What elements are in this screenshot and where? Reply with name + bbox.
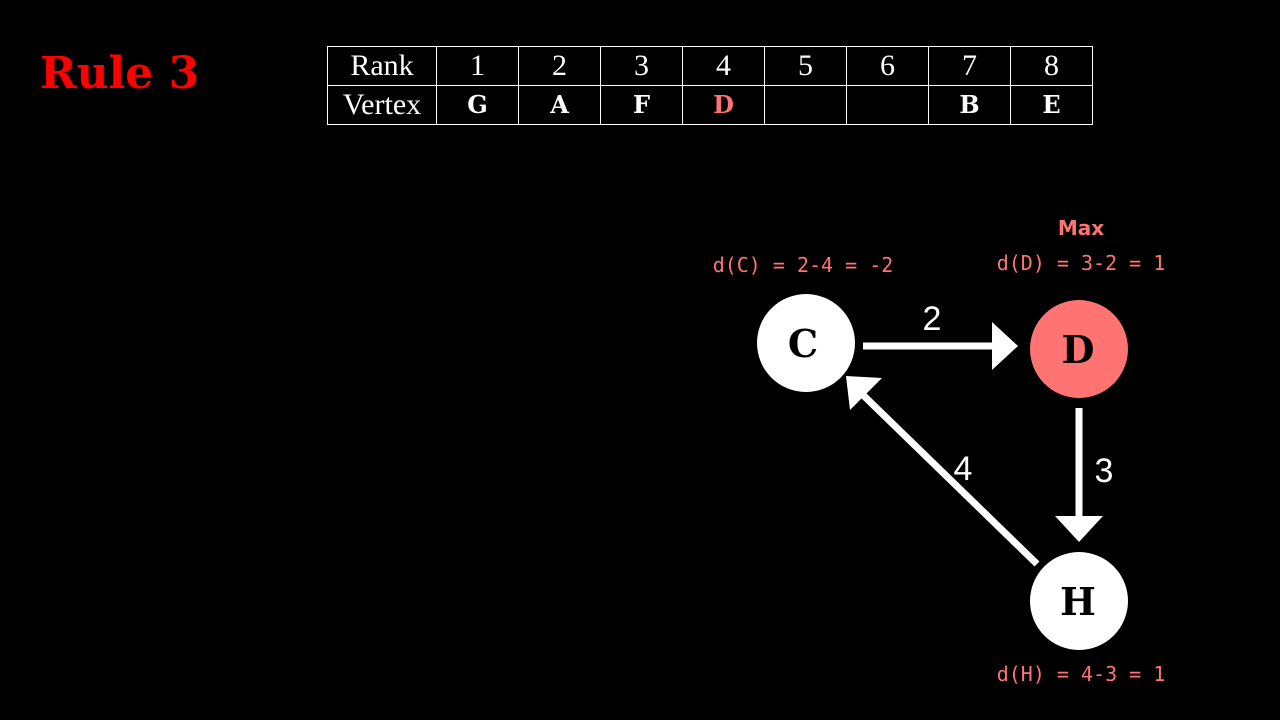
rank-cell-5: 5 (764, 46, 847, 86)
vertex-cell-2: A (518, 85, 601, 125)
node-c-degree-annotation: d(C) = 2-4 = -2 (713, 253, 894, 277)
rank-header: Rank (327, 46, 437, 86)
edge-c-d: 2 (863, 300, 1018, 370)
rule-title: Rule 3 (40, 48, 200, 99)
node-h: H (1030, 552, 1128, 650)
node-h-circle (1030, 552, 1128, 650)
node-h-degree-annotation: d(H) = 4-3 = 1 (997, 662, 1166, 686)
vertex-cell-7: B (928, 85, 1011, 125)
vertex-cell-6 (846, 85, 929, 125)
node-d-circle (1030, 300, 1128, 398)
edge-d-h-weight: 3 (1095, 452, 1114, 490)
vertex-cell-5 (764, 85, 847, 125)
node-d-degree-annotation: d(D) = 3-2 = 1 (997, 251, 1166, 275)
rank-vertex-table: Rank 1 2 3 4 5 6 7 8 Vertex G A F D B E (327, 46, 1093, 125)
vertex-header: Vertex (327, 85, 437, 125)
node-c-circle (757, 294, 855, 392)
edge-h-c-arrowhead (846, 376, 882, 410)
edge-h-c-line (859, 391, 1040, 567)
node-c-label: C (788, 321, 818, 366)
node-d-label: D (1062, 327, 1095, 372)
rank-cell-2: 2 (518, 46, 601, 86)
edge-c-d-weight: 2 (923, 300, 942, 338)
vertex-row: Vertex G A F D B E (327, 85, 1093, 125)
rank-cell-8: 8 (1010, 46, 1093, 86)
node-h-label: H (1060, 579, 1096, 624)
edge-d-h-arrowhead (1055, 516, 1103, 542)
edge-h-c: 4 (846, 376, 1040, 567)
node-c: C (757, 294, 855, 392)
edge-c-d-arrowhead (992, 322, 1018, 370)
node-d: D (1030, 300, 1128, 398)
vertex-cell-1: G (436, 85, 519, 125)
vertex-cell-8: E (1010, 85, 1093, 125)
edge-d-h: 3 (1055, 408, 1113, 542)
vertex-cell-3: F (600, 85, 683, 125)
node-d-max-tag: Max (1058, 216, 1104, 240)
edge-h-c-weight: 4 (954, 450, 973, 488)
rank-row: Rank 1 2 3 4 5 6 7 8 (327, 46, 1093, 86)
